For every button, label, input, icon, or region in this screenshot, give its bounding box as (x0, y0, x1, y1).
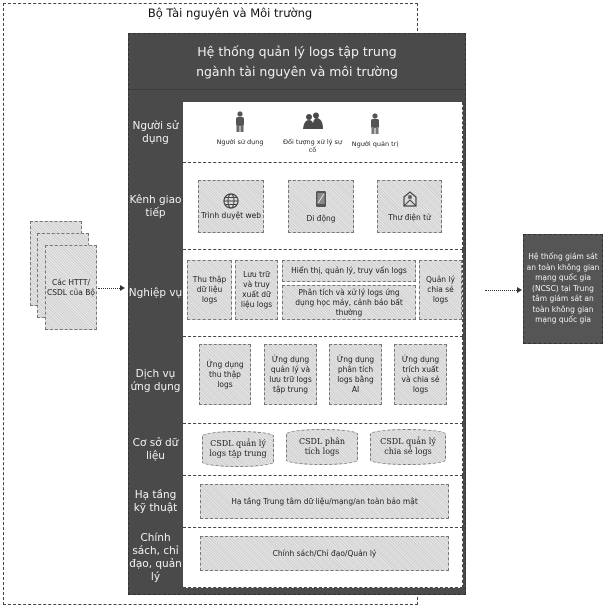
system-title-line1: Hệ thống quản lý logs tập trung (197, 44, 397, 59)
business-log-storage: Lưu trữ và truy xuất dữ liệu logs (235, 260, 278, 320)
channel-label-web: Trình duyệt web (201, 210, 261, 220)
channel-label-email: Thư điện tử (388, 212, 431, 222)
layer-row-users (183, 102, 463, 163)
policy-label: Chính sách/Chỉ đạo/Quản lý (272, 548, 377, 558)
database-central-logs: CSDL quản lý logs tập trung (202, 431, 274, 467)
ministry-title: Bộ Tài nguyên và Môi trường (147, 6, 313, 20)
service-label-sharing: Ứng dụng trích xuất và chia sẻ logs (401, 354, 440, 394)
layer-label-services: Dịch vụ ứng dụng (130, 367, 181, 393)
database-label-central: CSDL quản lý logs tập trung (209, 439, 267, 458)
layer-label-channels: Kênh giao tiếp (129, 193, 182, 219)
business-label-analysis: Phân tích và xử lý logs ứng dụng học máy… (295, 287, 403, 317)
service-label-collection: Ứng dụng thu thập logs (206, 359, 244, 389)
group-icon (300, 110, 326, 132)
ncsc-monitoring-system: Hệ thống giám sát an toàn không gian mạn… (523, 234, 603, 344)
database-label-analysis: CSDL phân tích logs (298, 437, 346, 456)
system-title: Hệ thống quản lý logs tập trung ngành tà… (128, 42, 466, 82)
user-label-end-user: Người sử dụng (216, 138, 264, 146)
database-log-analysis: CSDL phân tích logs (286, 429, 358, 465)
globe-icon (223, 192, 239, 209)
source-systems-box: Các HTTT/ CSDL của Bộ (45, 245, 97, 330)
header-separator (128, 89, 466, 90)
policy-box: Chính sách/Chỉ đạo/Quản lý (200, 536, 449, 571)
business-label-storage: Lưu trữ và truy xuất dữ liệu logs (240, 270, 273, 309)
infrastructure-box: Hạ tầng Trung tâm dữ liệu/mạng/an toàn b… (200, 484, 449, 519)
person-icon (232, 110, 248, 134)
channel-label-mobile: Di động (306, 213, 336, 223)
target-arrow-head (517, 287, 522, 293)
source-systems-label: Các HTTT/ CSDL của Bộ (47, 277, 95, 297)
admin-person-icon (367, 112, 383, 136)
channel-email: Thư điện tử (377, 180, 442, 233)
ncsc-label: Hệ thống giám sát an toàn không gian mạn… (526, 252, 600, 325)
infrastructure-label: Hạ tầng Trung tâm dữ liệu/mạng/an toàn b… (231, 496, 418, 506)
layer-label-users: Người sử dụng (132, 119, 179, 145)
source-arrow-line (98, 288, 120, 289)
mobile-icon (316, 190, 326, 207)
business-label-query: Hiển thị, quản lý, truy vấn logs (291, 266, 407, 275)
service-label-management: Ứng dụng quản lý và lưu trữ logs tập tru… (269, 354, 312, 394)
target-arrow-line (485, 290, 519, 291)
source-arrow-head (120, 285, 125, 291)
service-log-sharing-app: Ứng dụng trích xuất và chia sẻ logs (394, 344, 447, 405)
business-label-collection: Thu thập dữ liệu logs (192, 275, 227, 304)
database-label-sharing: CSDL quản lý chia sẻ logs (380, 437, 436, 456)
email-icon (402, 190, 417, 207)
layer-label-business: Nghiệp vụ (128, 287, 183, 299)
user-label-incident-responder: Đối tượng xử lý sự cố (282, 138, 343, 154)
service-log-collection-app: Ứng dụng thu thập logs (199, 344, 251, 405)
business-log-collection: Thu thập dữ liệu logs (187, 260, 232, 320)
layer-label-database: Cơ sở dữ liệu (132, 437, 179, 462)
business-log-sharing: Quản lý chia sẻ logs (419, 260, 462, 320)
service-log-management-app: Ứng dụng quản lý và lưu trữ logs tập tru… (264, 344, 317, 405)
user-label-admin: Người quản trị (351, 140, 399, 148)
channel-web-browser: Trình duyệt web (198, 180, 264, 233)
channel-mobile: Di động (288, 180, 354, 233)
service-ai-analysis-app: Ứng dụng phân tích logs bằng AI (329, 344, 382, 405)
layer-label-policy: Chính sách, chỉ đạo, quản lý (129, 532, 182, 583)
business-log-query: Hiển thị, quản lý, truy vấn logs (282, 260, 416, 282)
service-label-ai-analysis: Ứng dụng phân tích logs bằng AI (336, 354, 375, 394)
database-log-sharing: CSDL quản lý chia sẻ logs (370, 429, 446, 465)
layer-label-infrastructure: Hạ tầng kỹ thuật (133, 489, 178, 514)
system-title-line2: ngành tài nguyên và môi trường (196, 64, 398, 79)
business-label-sharing: Quản lý chia sẻ logs (426, 275, 455, 304)
business-log-analysis: Phân tích và xử lý logs ứng dụng học máy… (282, 285, 416, 320)
